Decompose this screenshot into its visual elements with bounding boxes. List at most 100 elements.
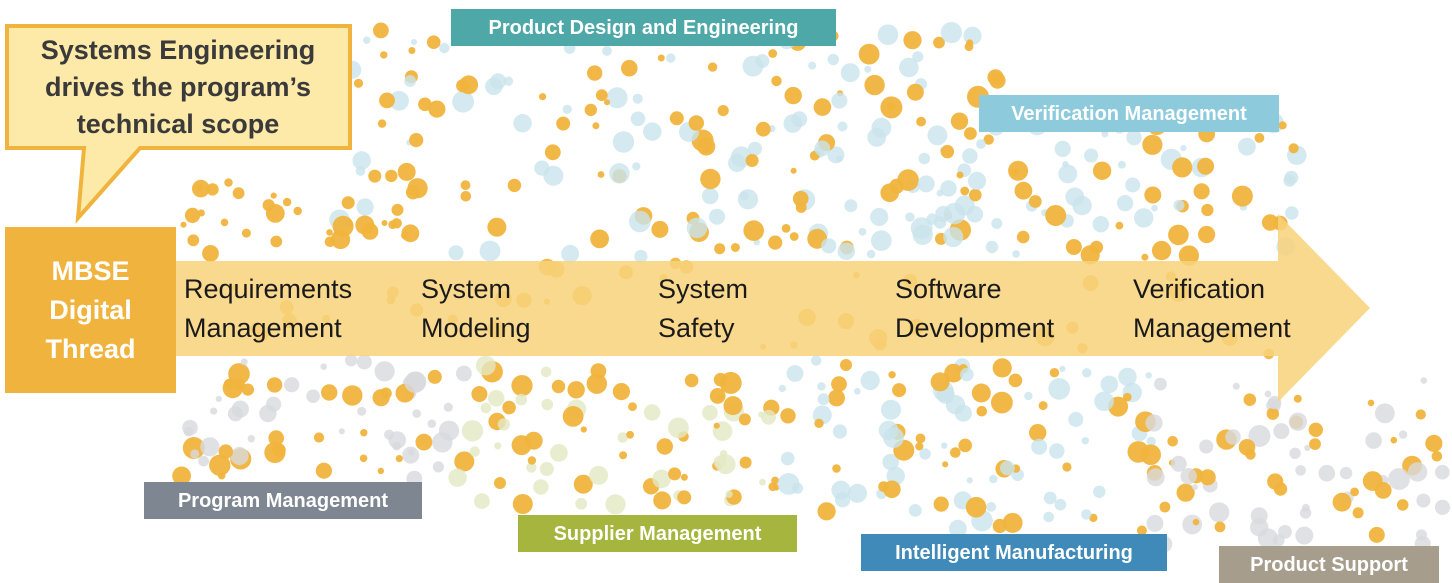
decorative-dot	[1209, 502, 1230, 523]
decorative-dot	[230, 446, 249, 466]
decorative-dot	[551, 379, 566, 394]
decorative-dot	[897, 169, 919, 191]
decorative-dot	[1059, 365, 1066, 372]
decorative-dot	[915, 433, 926, 444]
step-system-modeling: System Modeling	[421, 274, 531, 343]
decorative-dot	[677, 490, 692, 505]
decorative-dot	[709, 208, 725, 225]
decorative-dot	[497, 418, 511, 431]
decorative-dot	[992, 358, 1012, 378]
decorative-dot	[949, 519, 967, 538]
mbse-thread-box: MBSE Digital Thread	[5, 227, 176, 393]
decorative-dot	[1178, 245, 1199, 266]
decorative-dot	[748, 141, 762, 156]
decorative-dot	[379, 92, 395, 109]
decorative-dot	[962, 148, 978, 164]
decorative-dot	[1332, 492, 1352, 512]
decorative-dot	[768, 49, 778, 58]
decorative-dot	[1058, 164, 1078, 184]
decorative-dot	[880, 96, 903, 119]
decorative-dot	[930, 372, 950, 392]
decorative-dot	[487, 390, 505, 407]
decorative-dot	[206, 183, 219, 196]
decorative-dot	[265, 204, 285, 223]
decorative-dot	[840, 359, 852, 371]
decorative-dot	[668, 467, 682, 481]
decorative-dot	[282, 197, 292, 207]
decorative-dot	[653, 491, 672, 510]
decorative-dot	[834, 492, 851, 508]
decorative-dot	[1293, 394, 1302, 403]
decorative-dot	[707, 62, 718, 72]
decorative-dot	[740, 191, 749, 201]
decorative-dot	[373, 22, 389, 39]
decorative-dot	[409, 133, 424, 148]
decorative-dot	[1167, 436, 1178, 447]
decorative-dot	[427, 369, 442, 384]
decorative-dot	[247, 435, 255, 443]
decorative-dot	[368, 169, 382, 183]
decorative-dot	[1398, 430, 1408, 439]
tag-verification-management: Verification Management	[979, 95, 1279, 132]
decorative-dot	[241, 383, 254, 396]
decorative-dot	[180, 221, 187, 228]
decorative-dot	[881, 399, 901, 420]
decorative-dot	[1198, 225, 1216, 244]
decorative-dot	[899, 57, 919, 78]
decorative-dot	[306, 389, 320, 404]
decorative-dot	[1180, 145, 1187, 152]
decorative-dot	[821, 238, 837, 254]
decorative-dot	[742, 55, 764, 77]
decorative-dot	[768, 235, 783, 250]
decorative-dot	[533, 479, 549, 495]
decorative-dot	[512, 494, 533, 514]
tag-intelligent-manufacturing: Intelligent Manufacturing	[861, 534, 1167, 571]
decorative-dot	[1081, 509, 1092, 520]
decorative-dot	[630, 111, 646, 127]
decorative-dot	[374, 361, 395, 382]
decorative-dot	[666, 53, 676, 63]
decorative-dot	[971, 383, 991, 403]
decorative-dot	[1144, 186, 1162, 204]
decorative-dot	[1304, 444, 1311, 452]
decorative-dot	[918, 152, 931, 165]
decorative-dot	[385, 169, 398, 183]
decorative-dot	[1141, 253, 1149, 261]
decorative-dot	[1089, 240, 1104, 254]
decorative-dot	[723, 396, 743, 416]
decorative-dot	[1272, 534, 1285, 547]
decorative-dot	[320, 363, 328, 371]
decorative-dot	[1100, 375, 1119, 394]
decorative-dot	[717, 105, 729, 117]
decorative-dot	[415, 433, 433, 451]
decorative-dot	[933, 216, 947, 229]
decorative-dot	[1283, 174, 1296, 187]
decorative-dot	[634, 249, 648, 264]
decorative-dot	[954, 195, 975, 216]
decorative-dot	[964, 42, 974, 52]
decorative-dot	[395, 455, 403, 463]
decorative-dot	[326, 229, 333, 236]
decorative-dot	[381, 220, 388, 226]
decorative-dot	[944, 363, 963, 383]
decorative-dot	[198, 455, 210, 467]
decorative-dot	[1092, 216, 1110, 233]
decorative-dot	[426, 35, 441, 49]
decorative-dot	[384, 429, 395, 440]
decorative-dot	[1299, 507, 1312, 519]
decorative-dot	[597, 171, 605, 178]
decorative-dot	[511, 435, 532, 456]
decorative-dot	[360, 429, 368, 437]
decorative-dot	[1238, 137, 1256, 156]
decorative-dot	[284, 377, 300, 393]
decorative-dot	[1146, 436, 1156, 447]
decorative-dot	[1145, 414, 1163, 432]
decorative-dot	[840, 63, 860, 83]
decorative-dot	[612, 131, 635, 153]
decorative-dot	[1254, 133, 1265, 143]
decorative-dot	[266, 377, 283, 393]
decorative-dot	[686, 217, 708, 239]
decorative-dot	[380, 51, 388, 59]
